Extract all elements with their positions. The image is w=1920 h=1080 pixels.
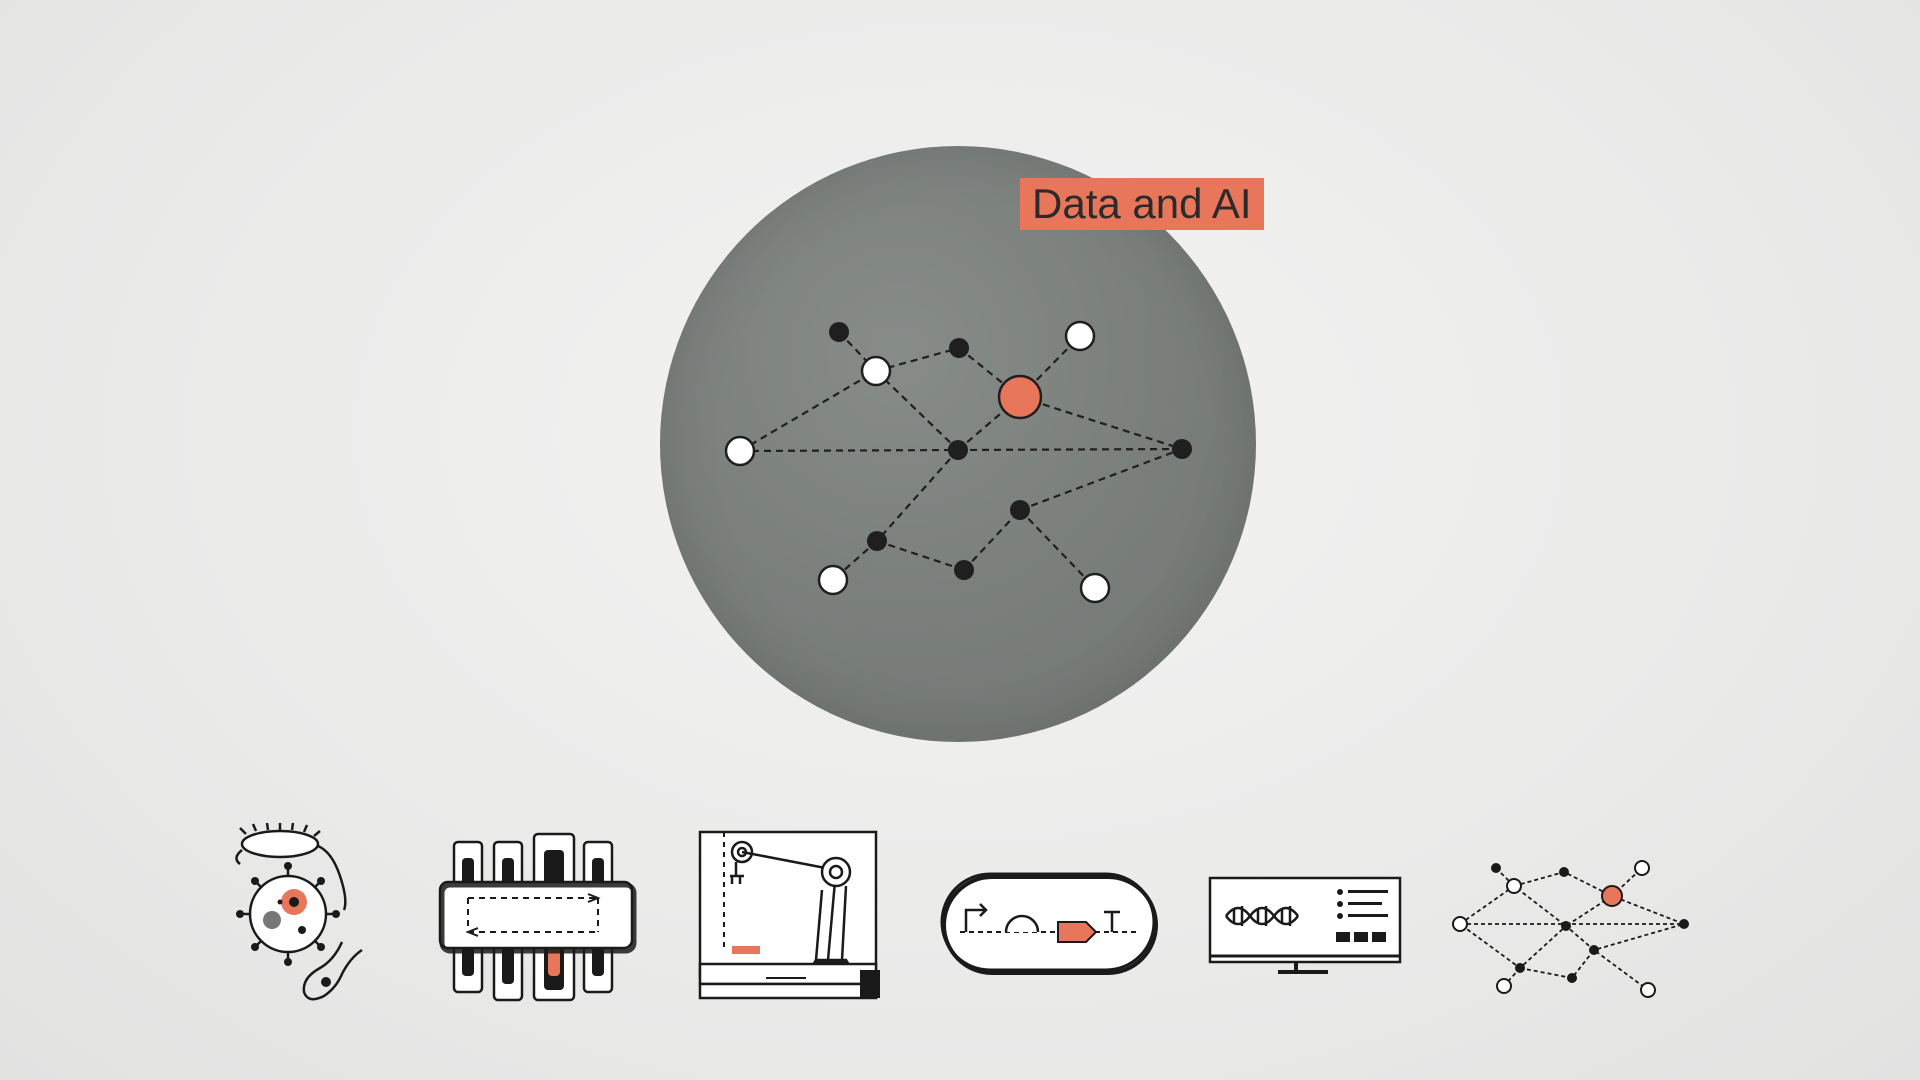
network-edge bbox=[1019, 447, 1183, 512]
network-node-dark bbox=[1172, 439, 1192, 459]
network-node-white bbox=[860, 355, 892, 387]
network-node-dark bbox=[954, 560, 974, 580]
network-node-white bbox=[1064, 320, 1096, 352]
network-edge bbox=[876, 449, 959, 542]
network-edge bbox=[957, 396, 1021, 451]
network-graph-icon bbox=[1452, 856, 1689, 1002]
network-edge bbox=[1019, 395, 1183, 451]
network-node-dark bbox=[867, 531, 887, 551]
network-edge bbox=[963, 509, 1021, 571]
network-edge bbox=[1019, 509, 1096, 589]
dna-monitor-icon bbox=[1208, 876, 1402, 976]
network-node-white bbox=[817, 564, 849, 596]
gene-circuit-icon bbox=[938, 870, 1158, 976]
network-node-dark bbox=[1010, 500, 1030, 520]
network-edge bbox=[957, 447, 1183, 452]
network-edge bbox=[739, 370, 877, 452]
network-edge bbox=[838, 331, 877, 372]
network-edge bbox=[876, 539, 965, 572]
network-node-white bbox=[724, 435, 756, 467]
microbes-cells-icon bbox=[222, 822, 372, 1012]
network-edge bbox=[739, 448, 959, 453]
lab-robot-arm-icon bbox=[696, 830, 882, 1002]
network-node-accent bbox=[997, 374, 1043, 420]
network-edge bbox=[875, 370, 959, 451]
network-node-dark bbox=[948, 440, 968, 460]
network-node-dark bbox=[829, 322, 849, 342]
bioreactor-process-icon bbox=[438, 832, 637, 1004]
network-node-dark bbox=[949, 338, 969, 358]
network-node-white bbox=[1079, 572, 1111, 604]
title-label: Data and AI bbox=[1020, 178, 1264, 230]
